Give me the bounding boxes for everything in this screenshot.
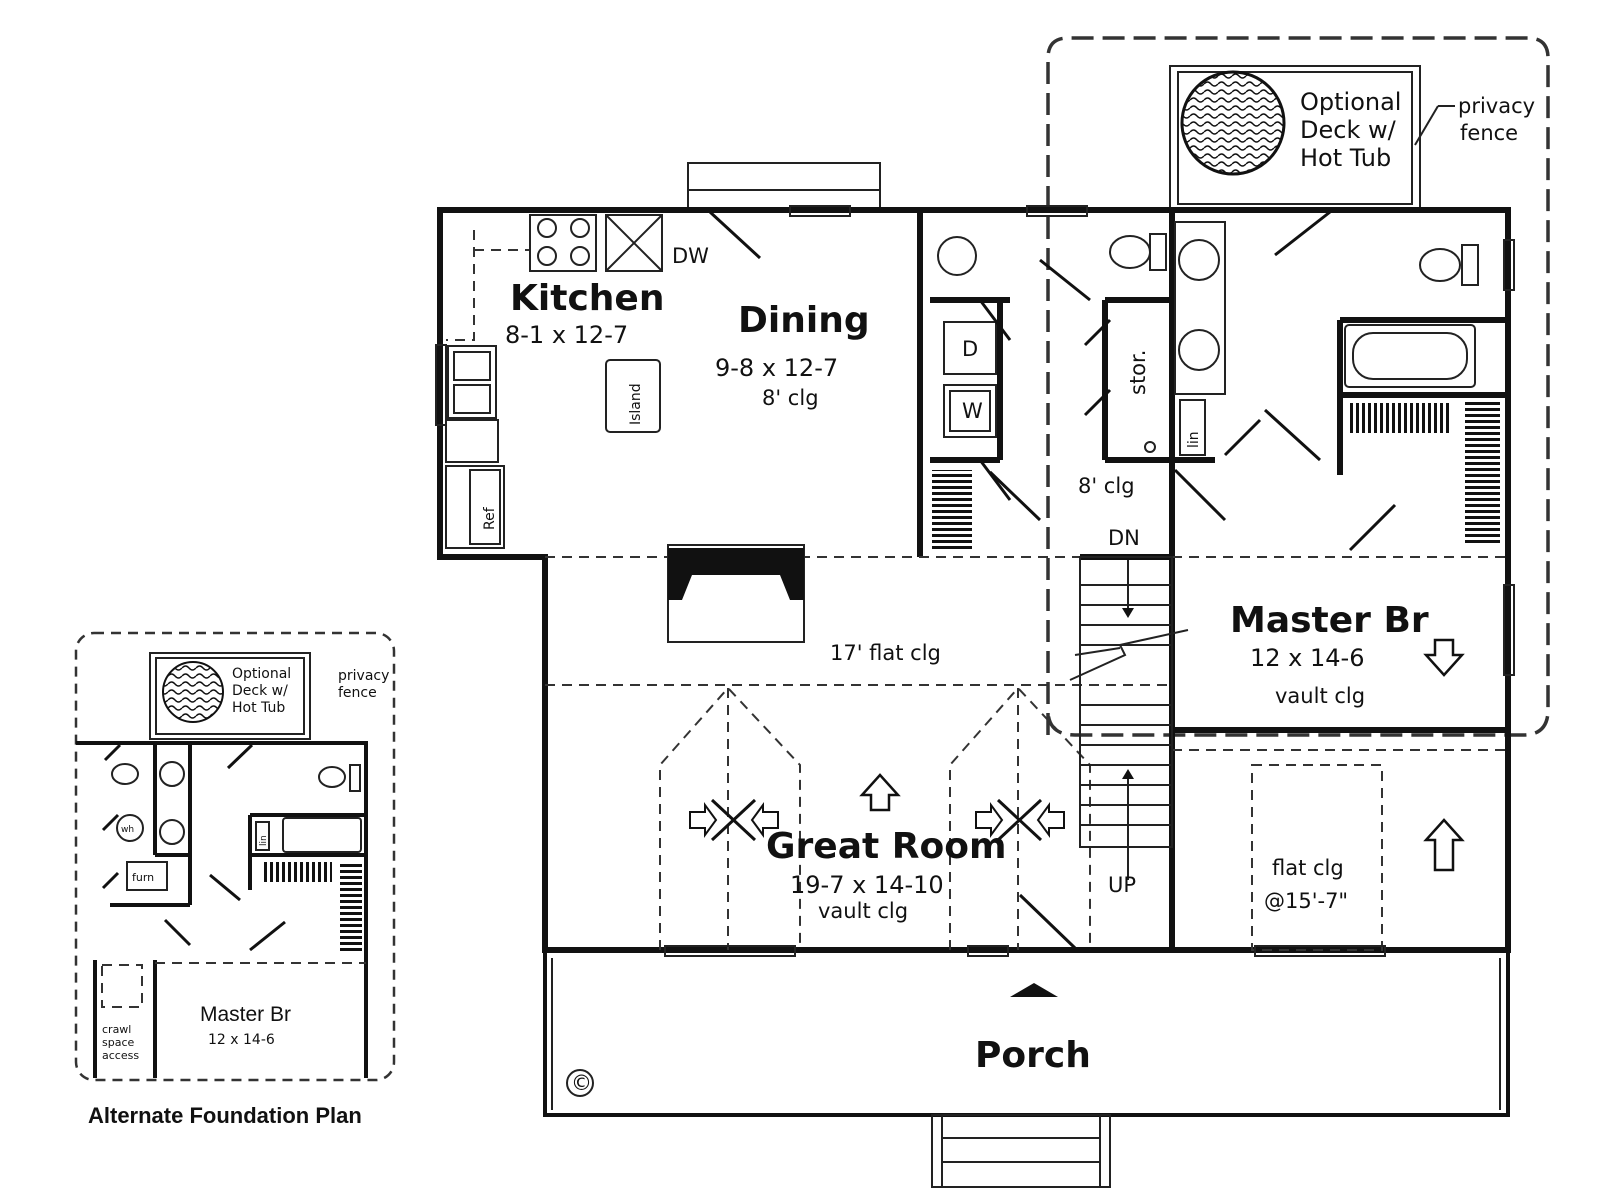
privacy-fence-outline — [1046, 36, 1550, 737]
dining-size: 9-8 x 12-7 — [715, 354, 838, 382]
dishwasher — [605, 214, 663, 272]
flat-ceiling-label-line1: flat clg — [1272, 856, 1344, 880]
flat-ceiling-label-line2: @15'-7" — [1264, 889, 1348, 913]
kitchen-size: 8-1 x 12-7 — [505, 321, 628, 349]
dining-ceiling: 8' clg — [762, 386, 819, 410]
alt-privacy-fence-outline — [74, 631, 396, 1082]
master-br-size: 12 x 14-6 — [1250, 644, 1364, 672]
sink-icon — [447, 345, 497, 419]
alt-crawl-label-line3: access — [102, 1049, 139, 1062]
alt-crawl-label-line2: space — [102, 1036, 135, 1049]
vault-arrow-icon — [859, 638, 1465, 872]
great-room-ceiling: vault clg — [818, 899, 908, 923]
privacy-fence-label-line1: privacy — [1458, 94, 1535, 118]
alt-deck-label-line1: Optional — [232, 666, 291, 682]
kitchen-name: Kitchen — [510, 278, 664, 319]
dryer — [943, 321, 997, 375]
alt-linen-label: lin — [259, 835, 269, 846]
hot-tub-icon — [1180, 70, 1286, 176]
alt-hot-tub-icon — [162, 661, 224, 723]
deck-label-line2: Deck w/ — [1300, 116, 1397, 144]
crawl-space-access — [101, 964, 143, 1008]
alt-furnace-label: furn — [132, 871, 154, 884]
alt-water-heater-label: wh — [121, 825, 134, 835]
alternate-plan-caption: Alternate Foundation Plan — [88, 1103, 362, 1128]
kitchen-island — [605, 359, 661, 433]
hall-ceiling-label: 8' clg — [1078, 474, 1135, 498]
alt-deck-label-line3: Hot Tub — [232, 700, 285, 716]
washer — [943, 384, 997, 438]
alt-deck-label-line2: Deck w/ — [232, 683, 288, 699]
linen-label: lin — [1186, 431, 1202, 448]
island-label: Island — [628, 383, 644, 425]
privacy-fence-label-line2: fence — [1460, 121, 1518, 145]
alt-crawl-label-line1: crawl — [102, 1023, 131, 1036]
washer-label: W — [962, 399, 983, 423]
alt-master-br-size: 12 x 14-6 — [208, 1032, 275, 1048]
storage-label: stor. — [1126, 350, 1150, 395]
porch-outline — [543, 948, 1510, 1117]
stairs-up-label: UP — [1108, 873, 1136, 897]
dryer-label: D — [962, 337, 978, 361]
stairs — [1079, 556, 1173, 848]
copyright-symbol: © — [571, 1071, 592, 1095]
main-plan: Optional Deck w/ Hot Tub privacy fence K… — [435, 36, 1550, 1188]
dw-label: DW — [672, 244, 709, 268]
stairs-down-label: DN — [1108, 526, 1140, 550]
porch-name: Porch — [975, 1035, 1091, 1076]
master-br-ceiling: vault clg — [1275, 684, 1365, 708]
refrigerator — [445, 465, 505, 549]
deck-label-line1: Optional — [1300, 88, 1401, 116]
great-room-name: Great Room — [766, 826, 1006, 867]
ref-label: Ref — [482, 506, 498, 530]
deck-label-line3: Hot Tub — [1300, 144, 1391, 172]
water-heater — [116, 814, 144, 842]
alt-privacy-fence-label-line1: privacy — [338, 668, 389, 684]
alt-privacy-fence-label-line2: fence — [338, 685, 377, 701]
bathtub — [1344, 324, 1476, 388]
ceiling-fan-icon — [689, 798, 1065, 842]
furnace — [126, 861, 168, 891]
flat-ceiling-17-label: 17' flat clg — [830, 641, 941, 665]
entry-arrow-icon — [1010, 983, 1058, 997]
master-br-name: Master Br — [1230, 600, 1429, 641]
porch-steps — [931, 1114, 1111, 1188]
alt-master-br-name: Master Br — [200, 1003, 291, 1026]
great-room-size: 19-7 x 14-10 — [790, 871, 944, 899]
dining-name: Dining — [738, 300, 870, 341]
alternate-foundation-plan: Optional Deck w/ Hot Tub privacy fence — [74, 631, 396, 1128]
